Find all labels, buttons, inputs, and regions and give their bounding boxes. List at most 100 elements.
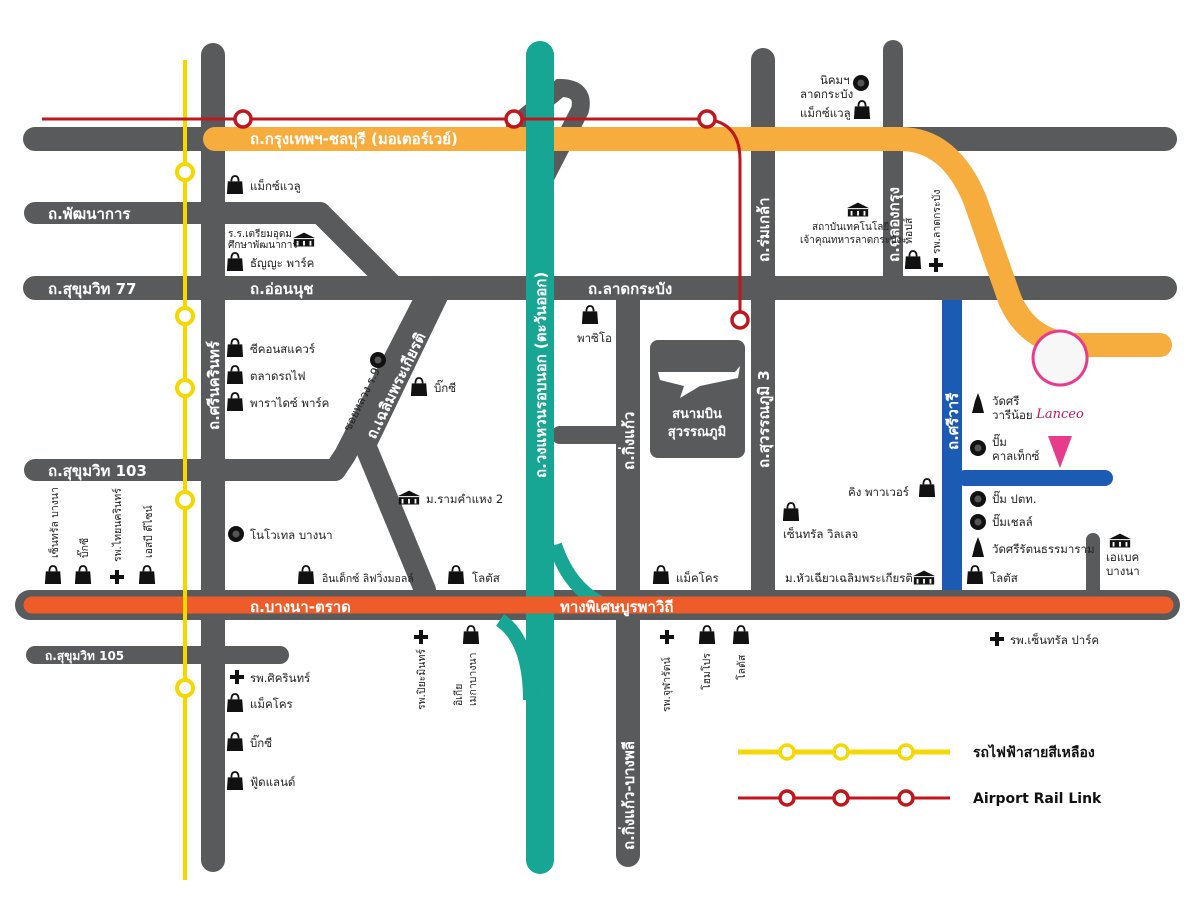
poi-lotus-right: โลตัส: [990, 571, 1018, 585]
poi-ptt: ปั๊ม ปตท.: [992, 490, 1037, 506]
poi-novotel: โนโวเทล บางนา: [250, 528, 333, 542]
shopping-bag-icon: [226, 365, 244, 385]
poi-ramkhamhaeng: ม.รามคำแหง 2: [426, 492, 503, 506]
bts-station: [175, 162, 195, 182]
shopping-bag-icon: [226, 338, 244, 358]
poi-makro-mid: แม็คโคร: [676, 570, 719, 585]
poi-homepro: โฮมโปร: [700, 653, 713, 690]
poi-paseo: พาซิโอ: [577, 331, 612, 345]
poi-shell: ปั๊มเชลล์: [992, 513, 1033, 529]
road-ring-connector: [506, 78, 590, 187]
fuel-icon: [970, 514, 986, 530]
road-label-sukhumvit105: ถ.สุขุมวิท 105: [45, 649, 124, 664]
road-label-ring: ถ.วงแหวนรอบนอก (ตะวันออก): [532, 272, 550, 478]
road-label-kingkaew: ถ.กิ่งแก้ว: [618, 412, 638, 470]
road-phatthanakan-link: [309, 202, 401, 294]
road-label-sukhumvit103: ถ.สุขุมวิท 103: [48, 462, 147, 481]
shopping-bag-icon: [904, 250, 922, 270]
bts-station: [175, 378, 195, 398]
road-label-latkrabang: ถ.ลาดกระบัง: [588, 280, 672, 298]
marker-pin-tip: [1048, 436, 1072, 468]
poi-piyamin: รพ.ปิยะมินทร์: [415, 649, 428, 710]
poi-thanya: ธัญญะ พาร์ค: [250, 256, 314, 270]
poi-bigc-mid: บิ๊กซี: [434, 379, 456, 395]
shopping-bag-icon: [297, 565, 315, 585]
bts-stations: [175, 162, 195, 698]
road-chaloem-line: [352, 279, 451, 601]
nikom-icon: [853, 75, 869, 91]
hospital-icon: [230, 670, 244, 684]
poi-nikom: นิคมฯ: [820, 73, 850, 87]
poi-sdc: เอสบี ดีไซน์: [142, 505, 155, 558]
poi-index: อินเด็กซ์ ลิฟวิ่งมอลล์: [322, 571, 414, 585]
shopping-bag-icon: [226, 771, 244, 791]
marker-pin-head: [1031, 329, 1089, 387]
poi-hua-chiew: ม.หัวเฉียวเฉลิมพระเกียรติ: [785, 571, 913, 585]
shopping-bag-icon: [918, 478, 936, 498]
university-icon: [397, 490, 421, 505]
poi-maxvalu-top: แม็กซ์แวลู: [800, 105, 851, 120]
poi-lotus-mid: โลตัส: [472, 571, 500, 585]
poi-caltex1: ปั๊ม: [992, 433, 1007, 449]
poi-central-village: เซ็นทรัล วิลเลจ: [783, 526, 858, 541]
poi-train-market: ตลาดรถไฟ: [250, 369, 306, 383]
poi-tops: ท็อปส์: [901, 217, 915, 244]
arl-stations: [233, 109, 750, 330]
legend-bts-station: [897, 743, 915, 761]
dot-icon: [370, 352, 386, 368]
poi-bigc-left: บิ๊กซี: [76, 538, 91, 558]
shopping-bag-icon: [44, 565, 62, 585]
shopping-bag-icon: [226, 252, 244, 272]
poi-ikea1: อิเกีย: [452, 684, 465, 706]
airport-box: สนามบิน สุวรรณภูมิ: [650, 340, 745, 458]
road-label-motorway: ถ.กรุงเทพฯ-ชลบุรี (มอเตอร์เวย์): [250, 130, 458, 149]
poi-labels: นิคมฯ ลาดกระบัง แม็กซ์แวลู แม็กซ์แวลู ร.…: [47, 73, 1140, 789]
shopping-bag-icon: [74, 565, 92, 585]
university-icon: [912, 570, 936, 585]
poi-kmitl2: เจ้าคุณทหารลาดกระบัง: [800, 234, 901, 246]
legend-bts-label: รถไฟฟ้าสายสีเหลือง: [973, 743, 1095, 761]
poi-lotus-low: โลตัส: [735, 654, 748, 680]
fuel-icon: [970, 491, 986, 507]
poi-abac2: บางนา: [1106, 564, 1140, 578]
poi-kmitl1: สถาบันเทคโนโลยี: [812, 220, 889, 233]
legend: รถไฟฟ้าสายสีเหลือง Airport Rail Link: [738, 743, 1102, 807]
arl-station: [697, 109, 717, 129]
legend-arl-station: [778, 789, 796, 807]
airport-line2: สุวรรณภูมิ: [668, 425, 726, 440]
road-label-phatthanakan: ถ.พัฒนาการ: [48, 205, 131, 223]
road-label-chalongkrung: ถ.ฉลองกรุง: [885, 187, 904, 262]
shopping-bag-icon: [698, 625, 716, 645]
poi-ikea2: เมกาบางนา: [467, 652, 479, 706]
road-label-siwari: ถ.ศรีวารี: [944, 392, 962, 450]
shopping-bag-icon: [853, 100, 871, 120]
hospital-icon: [414, 630, 428, 644]
fuel-icon: [970, 440, 986, 456]
poi-wat-sri2: วารีน้อย: [992, 408, 1033, 422]
road-label-suvarnabhumi3: ถ.สุวรรณภูมิ 3: [755, 370, 774, 468]
arl-station: [730, 310, 750, 330]
bts-station: [175, 678, 195, 698]
shopping-bag-icon: [410, 377, 428, 397]
bts-station: [175, 490, 195, 510]
poi-wat-sri1: วัดศรี: [992, 394, 1019, 408]
poi-king-power: คิง พาวเวอร์: [848, 485, 909, 499]
legend-arl-station: [832, 789, 850, 807]
project-logo: Lanceo: [1035, 407, 1084, 422]
poi-thai-nakarin: รพ.ไทยนครินทร์: [111, 488, 124, 562]
poi-paradise: พาราไดซ์ พาร์ค: [250, 396, 329, 410]
legend-arl-station: [897, 789, 915, 807]
road-label-onnut: ถ.อ่อนนุช: [250, 280, 314, 299]
hospital-icon: [990, 632, 1004, 646]
shopping-bag-icon: [652, 565, 670, 585]
ring-ramp-lower: [495, 614, 537, 701]
university-icon: [1108, 533, 1132, 548]
temple-icon: [972, 393, 984, 413]
shopping-bag-icon: [581, 305, 599, 325]
institute-icon: [846, 202, 870, 217]
hospital-icon: [929, 258, 943, 272]
poi-school2: ศึกษาพัฒนาการ: [228, 239, 298, 251]
road-label-sukhumvit77: ถ.สุขุมวิท 77: [48, 280, 136, 299]
